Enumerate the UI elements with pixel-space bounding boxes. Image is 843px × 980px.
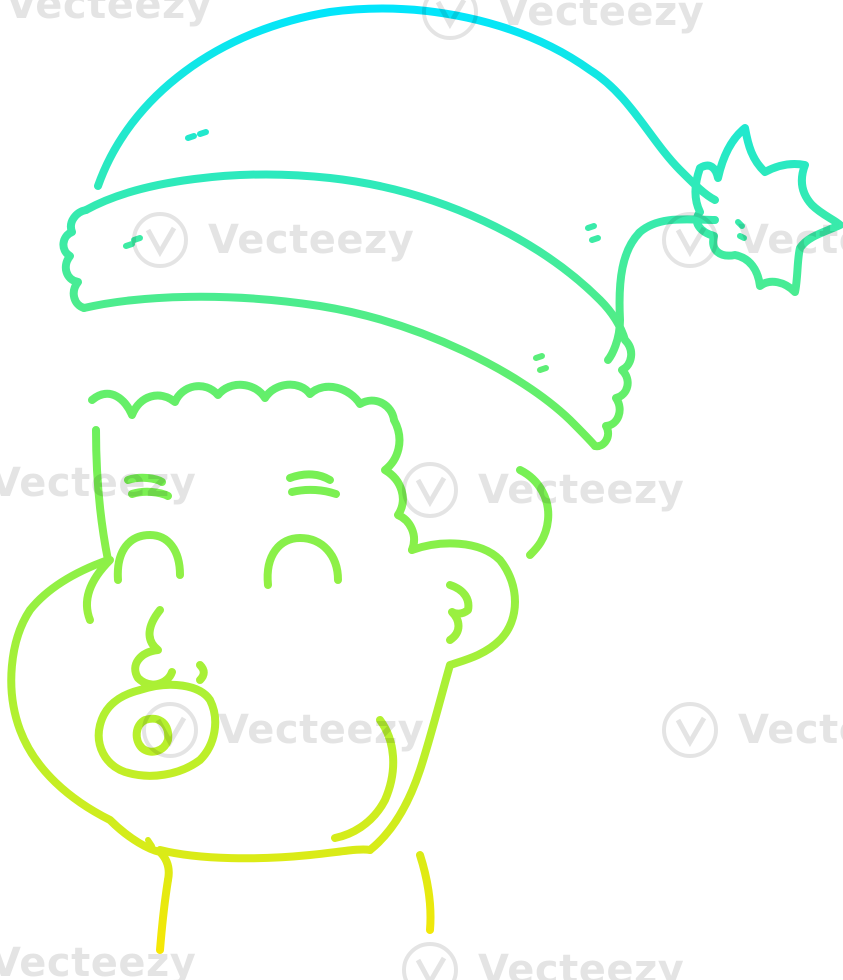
hair-right (516, 466, 553, 559)
brim-mark-4 (589, 235, 601, 243)
lips-inner (132, 714, 173, 756)
pom-pom (691, 124, 843, 296)
hat-brim-bottom (80, 292, 599, 450)
hat-cone (94, 4, 719, 204)
hat-cone-right (604, 215, 719, 364)
hat-brim-right (591, 336, 636, 451)
mouth-line (196, 661, 208, 684)
brim-mark-5 (533, 353, 545, 361)
neck-chin-line (156, 845, 374, 863)
left-eye (113, 531, 184, 584)
lips-outer (94, 680, 220, 780)
ear-inner (446, 581, 473, 644)
hat-mark-1 (185, 133, 197, 141)
brim-mark-3 (585, 223, 597, 231)
hat-mark-2 (197, 129, 209, 137)
brim-mark-1 (123, 241, 135, 249)
hair-side (381, 416, 419, 554)
hat-brim-top (82, 170, 629, 344)
pom-pom-mark-1 (735, 219, 745, 229)
chin-mark (145, 837, 155, 849)
neck-left (156, 876, 172, 954)
hair (88, 380, 398, 424)
head-left (7, 426, 173, 884)
right-eye (263, 534, 342, 589)
nose (131, 606, 176, 689)
hat-brim-left (59, 206, 90, 312)
neck-right (416, 851, 435, 934)
left-eyebrow (124, 473, 172, 500)
head-right (366, 539, 519, 854)
cheek-line (331, 716, 398, 842)
pom-pom-mark-2 (737, 233, 747, 241)
brim-mark-2 (131, 235, 143, 243)
left-cheek (82, 556, 114, 624)
right-eyebrow (286, 470, 340, 498)
brim-mark-6 (537, 365, 549, 373)
